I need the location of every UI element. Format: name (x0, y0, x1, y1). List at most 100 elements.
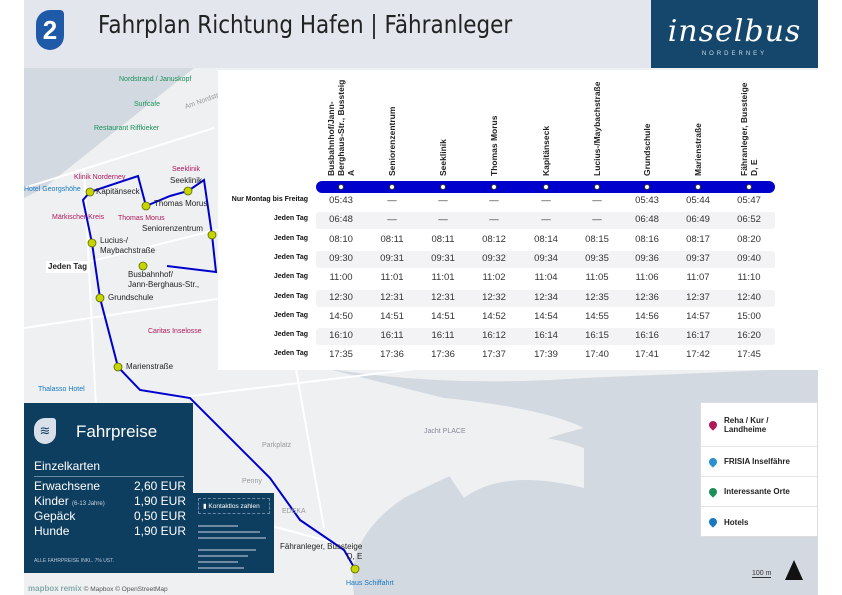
departure-time: 05:43 (329, 195, 353, 206)
logo-text: inselbus (667, 14, 802, 49)
departure-time: 17:36 (380, 349, 404, 361)
contact-text-line (198, 531, 260, 533)
stop-dot (594, 184, 600, 190)
contact-text-line (198, 561, 238, 563)
stop-dot (440, 184, 446, 190)
poi-parkplatz: Parkplatz (262, 442, 292, 449)
remix-logo[interactable]: remix (60, 584, 82, 593)
card-icon: ▮ (203, 503, 209, 510)
fare-price: 1,90 EUR (133, 494, 186, 508)
row-label: Jeden Tag (273, 253, 308, 261)
poi-surfcafe: Surfcafe (134, 101, 161, 108)
row-label: Jeden Tag (273, 311, 308, 319)
stop-header: Fähranleger, Bussteige D, E (739, 80, 759, 176)
contact-panel: ▮ Kontaktlos zahlen (193, 493, 274, 573)
departure-time: 11:10 (737, 272, 761, 284)
fare-name: Gepäck (34, 509, 76, 523)
departure-time: 11:05 (585, 272, 609, 284)
stop-header: Kapitänseck (541, 125, 551, 176)
map-pin-icon (707, 485, 719, 498)
departure-time: 08:17 (686, 233, 710, 245)
departure-time: 11:04 (534, 272, 558, 284)
stop-header: Seniorenzentrum (387, 106, 397, 176)
stop-header: Seeklinik (438, 139, 448, 176)
departure-time: 17:40 (585, 349, 609, 361)
departure-time: 14:51 (380, 310, 404, 322)
poi-haus-schiffahrt: Haus Schiffahrt (346, 580, 394, 587)
stop-label-kapitaenseck: Kapitänseck (96, 187, 140, 196)
stop-label-marienstrasse: Marienstraße (126, 362, 174, 371)
departure-time: 08:16 (635, 233, 659, 245)
stop-header: Lucius-/Maybachstraße (592, 81, 602, 176)
departure-time: 06:49 (686, 214, 710, 226)
departure-time: 09:35 (585, 252, 609, 264)
stop-marker-kapitaenseck (85, 187, 95, 197)
stop-dot (338, 184, 344, 190)
departure-time: 14:50 (329, 310, 353, 322)
departure-time: 14:57 (686, 310, 710, 322)
legend-label: Reha / Kur / Landheime (724, 415, 769, 434)
departure-time: 17:35 (329, 349, 353, 361)
fares-title: Fahrpreise (76, 422, 158, 441)
fare-price: 1,90 EUR (133, 524, 186, 538)
departure-time: 06:48 (329, 214, 353, 226)
fare-name: Kinder (34, 494, 69, 508)
poi-thalasso: Thalasso Hotel (38, 386, 85, 393)
contact-text-line (198, 549, 256, 551)
departure-time: 06:48 (635, 214, 659, 226)
departure-time: 12:35 (585, 291, 609, 303)
legend-label: FRISIA Inselfähre (724, 457, 790, 466)
departure-time: 12:31 (431, 291, 455, 303)
departure-time: — (387, 195, 397, 206)
poi-thomas-morus: Thomas Morus (118, 215, 165, 222)
fare-note: (6-13 Jahre) (72, 501, 105, 507)
departure-time: 17:41 (635, 349, 659, 361)
departure-time: 15:00 (737, 310, 761, 322)
header: 2 Fahrplan Richtung Hafen | Fähranleger (24, 0, 651, 68)
north-arrow-icon (785, 560, 803, 580)
poi-seeklinik: Seeklinik (172, 166, 201, 173)
departure-time: 05:44 (686, 195, 710, 206)
row-background (316, 289, 775, 307)
map-credits[interactable]: © Mapbox © OpenStreetMap (83, 586, 168, 593)
departure-time: 11:01 (380, 272, 404, 284)
departure-time: 16:14 (534, 330, 558, 342)
map-pin-icon (707, 516, 719, 528)
contactless-pay-button[interactable]: ▮ Kontaktlos zahlen (198, 498, 270, 514)
departure-time: — (592, 214, 602, 226)
page-title: Fahrplan Richtung Hafen | Fähranleger (98, 10, 513, 39)
stop-markers (85, 186, 360, 574)
stop-label-thomas-morus: Thomas Morus (154, 199, 208, 208)
departure-time: 11:06 (635, 272, 659, 284)
stop-header: Thomas Morus (489, 115, 499, 176)
departure-time: 08:12 (482, 233, 506, 245)
scale-bar: 100 m (752, 570, 772, 578)
departure-time: 12:40 (737, 291, 761, 303)
departure-time: 08:11 (380, 233, 404, 245)
departure-time: 08:20 (737, 233, 761, 245)
departure-time: 16:12 (482, 330, 506, 342)
fares-section-title: Einzelkarten (34, 459, 184, 477)
fare-row: Gepäck 0,50 EUR (34, 509, 186, 523)
departure-time: 14:55 (585, 310, 609, 322)
stop-dot (644, 184, 650, 190)
contact-text-line (198, 525, 238, 527)
departure-time: 08:10 (329, 233, 353, 245)
departure-time: 09:31 (431, 252, 455, 264)
stop-dot (543, 184, 549, 190)
fare-row: Hunde 1,90 EUR (34, 524, 186, 538)
stop-marker-busbahnhof (138, 261, 148, 271)
mapbox-logo[interactable]: mapbox (28, 584, 59, 593)
departure-time: 08:11 (431, 233, 455, 245)
row-label: Jeden Tag (273, 273, 308, 281)
stop-dot (491, 184, 497, 190)
row-background (316, 250, 775, 268)
stop-marker-grundschule (95, 293, 105, 303)
departure-time: 12:31 (380, 291, 404, 303)
coins-icon: ≋ (34, 418, 56, 444)
